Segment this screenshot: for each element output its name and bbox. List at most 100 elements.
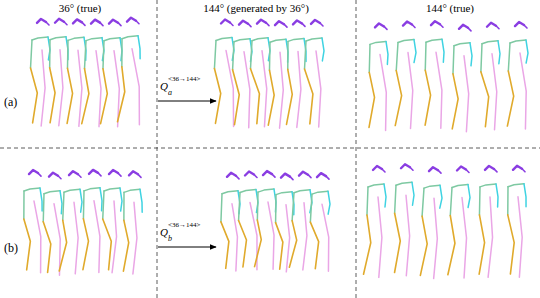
skeleton-bone	[263, 171, 272, 175]
skeleton-bone	[233, 42, 234, 70]
skeleton-bone	[275, 195, 277, 223]
skeleton-bone	[23, 191, 25, 219]
skeleton-bone	[370, 41, 386, 44]
skeleton-bone	[297, 51, 301, 127]
skeleton-bone	[401, 164, 410, 168]
skeleton-bone	[118, 23, 121, 26]
skeleton-bone	[396, 182, 412, 185]
skeleton-bone	[118, 67, 125, 122]
skeleton-bone	[507, 71, 513, 126]
skeleton-bone	[43, 222, 51, 273]
skeleton-bone	[508, 184, 524, 187]
skeleton-bone	[31, 40, 32, 68]
skeleton-bone	[487, 23, 496, 27]
skeleton-bone	[524, 25, 527, 28]
skeleton-bone	[262, 51, 267, 127]
dashed-separator	[0, 148, 540, 149]
skeleton-bone	[63, 192, 64, 220]
skeleton-bone	[91, 20, 100, 24]
skeleton-bone	[78, 50, 82, 126]
skeleton-bone	[104, 188, 120, 191]
skeleton-bone	[462, 197, 467, 277]
skeleton-bone	[287, 41, 289, 69]
skeleton-bone	[248, 24, 251, 27]
skeleton-bone	[49, 40, 51, 68]
skeleton-bone	[294, 190, 310, 193]
column-header: 144° (generated by 36°)	[203, 3, 309, 14]
skeleton-bone	[123, 220, 128, 271]
skeleton-bone	[284, 24, 287, 27]
skeleton-bone	[386, 41, 388, 64]
skeleton-bone	[227, 173, 236, 177]
operator-superscript: <36→144>	[168, 222, 200, 229]
skeleton-bone	[239, 193, 240, 221]
skeleton-bone	[524, 184, 526, 207]
skeleton-bone	[368, 184, 384, 187]
skeleton-bone	[251, 69, 260, 124]
skeleton-bone	[234, 39, 250, 42]
skeleton-bone	[426, 39, 442, 42]
skeleton-bone	[132, 49, 139, 125]
skeleton-bone	[326, 176, 329, 179]
column-header: 36° (true)	[59, 3, 102, 14]
skeleton-bone	[480, 184, 496, 187]
skeleton-bone	[457, 166, 466, 170]
skeleton-bone	[303, 203, 307, 270]
skeleton-bone	[73, 19, 82, 23]
skeleton-bone	[494, 169, 497, 172]
skeleton-bone	[68, 37, 84, 40]
skeleton-bone	[140, 189, 142, 212]
skeleton-bone	[58, 176, 61, 179]
skeleton-bone	[214, 68, 220, 123]
skeleton-bone	[316, 51, 321, 127]
skeleton-bone	[275, 21, 284, 25]
skeleton-bone	[257, 20, 266, 24]
skeleton-bone	[320, 23, 323, 26]
skeleton-bone	[412, 25, 415, 28]
skeleton-bone	[395, 185, 396, 213]
skeleton-bone	[43, 194, 45, 222]
skeleton-bone	[254, 175, 257, 178]
skeleton-bone	[109, 20, 118, 24]
skeleton-bone	[481, 72, 489, 127]
skeleton-bone	[232, 204, 237, 271]
skeleton-bone	[440, 185, 442, 208]
skeleton-bone	[454, 43, 470, 46]
skeleton-bone	[24, 219, 30, 270]
skeleton-bone	[233, 70, 240, 125]
operator-symbol: Q	[160, 81, 168, 92]
skeleton-bone	[32, 37, 48, 40]
skeleton-bone	[305, 41, 306, 69]
skeleton-bone	[98, 173, 101, 176]
skeleton-bone	[251, 41, 252, 69]
skeleton-bone	[276, 223, 283, 269]
skeleton-bone	[83, 219, 89, 270]
row-label: (a)	[4, 96, 17, 108]
skeleton-bone	[41, 50, 45, 126]
skeleton-bone	[468, 28, 471, 31]
skeleton-bone	[466, 169, 469, 172]
skeleton-bone	[82, 69, 89, 124]
skeleton-bone	[367, 187, 368, 215]
skeleton-bone	[67, 40, 69, 68]
skeleton-bone	[24, 188, 40, 191]
skeleton-bone	[508, 43, 510, 71]
skeleton-bone	[452, 184, 468, 187]
skeleton-bone	[64, 22, 67, 25]
skeleton-bone	[104, 38, 120, 41]
skeleton-bone	[293, 20, 302, 24]
skeleton-bone	[450, 187, 452, 215]
skeleton-bone	[46, 22, 49, 25]
skeleton-bone	[440, 24, 443, 27]
skeleton-bone	[403, 22, 412, 26]
skeleton-bone	[479, 215, 484, 274]
skeleton-bone	[308, 175, 311, 178]
skeleton-bone	[221, 222, 229, 269]
skeleton-bone	[286, 205, 290, 272]
skeleton-bone	[69, 171, 78, 175]
transform-arrow	[158, 247, 216, 248]
skeleton-bone	[299, 172, 308, 176]
skeleton-bone	[513, 166, 522, 170]
